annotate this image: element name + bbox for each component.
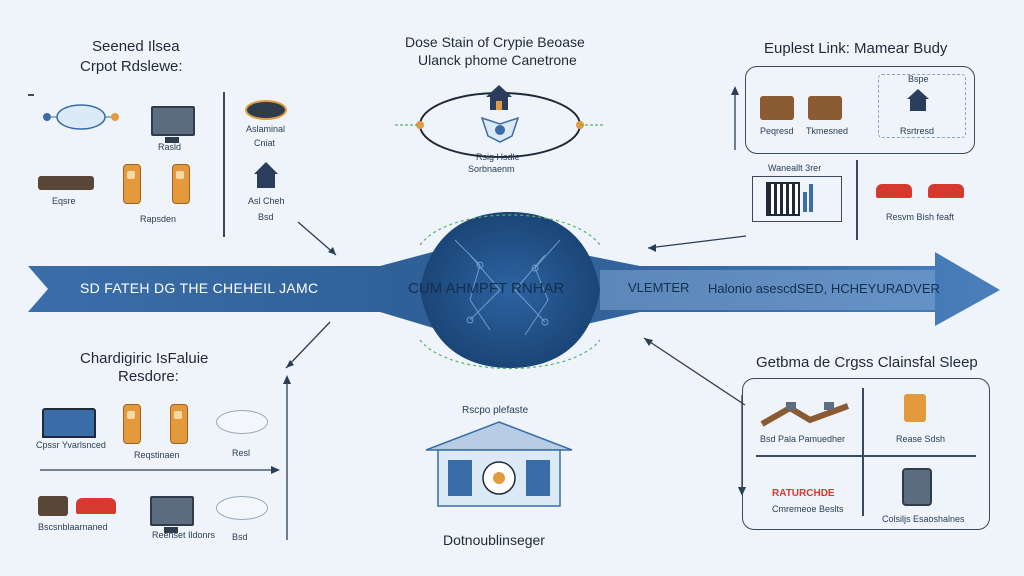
label: Bsd Pala Pamuedher [760,434,846,444]
top-left-title-2: Crpot Rdslewe: [80,58,183,75]
top-center-sub-2: Sorbnaenm [468,164,515,174]
qr-code-icon [766,182,800,216]
band-center-text: CUM AHMPFT RNHAR [408,280,565,297]
hardware-wallet-icon [123,404,141,444]
conveyor-icon [760,400,850,433]
label: Cniat [254,138,276,148]
hardware-wallet-icon [170,404,188,444]
house-icon [485,84,513,117]
kiosk-icon [902,468,932,506]
car-icon [928,184,964,198]
label: Resl [232,448,251,458]
label: Reenset Ildonrs [152,530,216,540]
label: Rapsden [140,214,177,224]
shield-icon [478,114,522,149]
label: Rease Sdsh [896,434,946,444]
divider [862,388,864,516]
hub-arc-bottom [419,339,601,369]
router-device-icon [216,410,268,434]
monitor-icon [151,106,195,143]
box-icon [38,496,68,516]
badge-icon [904,394,926,422]
router-icon [38,176,94,190]
band-right-segment [600,270,935,310]
hub-network [454,239,561,336]
label: Peqresd [760,126,794,136]
label: Aslaminal [246,124,286,134]
qr-frame [752,176,842,222]
hardware-wallet-icon [172,164,190,204]
shipping-box-icon [808,96,842,120]
server-building-icon [42,408,96,438]
label: Bspe [908,74,929,84]
router-device-icon [216,496,268,520]
cloud-network-icon [42,100,120,134]
car-icon [76,498,116,514]
label: Bsd [258,212,274,222]
monitor-icon [150,496,194,533]
label: Resvm Bish feaft [886,212,955,222]
bottom-left-title-1: Chardigiric IsFaluie [80,350,209,367]
label: Eqsre [52,196,76,206]
divider [223,92,225,237]
divider [856,160,858,240]
network-panel [878,74,966,138]
accent-label: RATURCHDE [772,488,835,499]
band-right-text-1: VLEMTER [628,280,690,295]
label: Colsiljs Esaoshalnes [882,514,965,524]
house-icon [252,160,280,195]
label: Cmremeoe Beslts [772,504,844,514]
label: Asl Cheh [248,196,285,206]
bottom-right-title: Getbma de Crgss Clainsfal Sleep [756,354,978,371]
top-right-title: Euplest Link: Mamear Budy [764,40,948,57]
hardware-wallet-icon [123,164,141,204]
chart-icon [802,182,814,212]
divider [28,94,34,96]
bottom-right-box [742,378,990,530]
label: Rasld [158,142,182,152]
bottom-center-top-label: Rscpo plefaste [462,405,529,416]
label: Tkmesned [806,126,849,136]
house-icon [906,88,930,117]
top-left-title-1: Seened Ilsea [92,38,180,55]
label: Cpssr Yvarlsnced [36,440,106,450]
disc-icon [245,100,287,120]
label: Rsrtresd [900,126,935,136]
top-center-title-2: Ulanck phome Canetrone [418,52,577,68]
divider [756,455,976,457]
data-center-icon [424,420,574,515]
label: Reqstinaen [134,450,180,460]
label: Bscsnblaarnaned [38,522,108,532]
top-center-title-1: Dose Stain of Crypie Beoase [405,34,585,50]
hub-arc-top [419,214,601,246]
label: Waneallt 3rer [768,163,822,173]
car-icon [876,184,912,198]
bottom-left-title-2: Resdore: [118,368,179,385]
band-right-text-2: Halonio asescdSED, HCHEYURADVER [708,281,940,296]
hub-shape [420,212,600,368]
shipping-box-icon [760,96,794,120]
bottom-center-label: Dotnoublinseger [443,532,545,548]
top-right-box [745,66,975,154]
top-center-sub-1: Rsig Hsdle [476,152,520,162]
label: Bsd [232,532,248,542]
band-left-text: SD FATEH DG THE CHEHEIL JAMC [80,280,319,296]
